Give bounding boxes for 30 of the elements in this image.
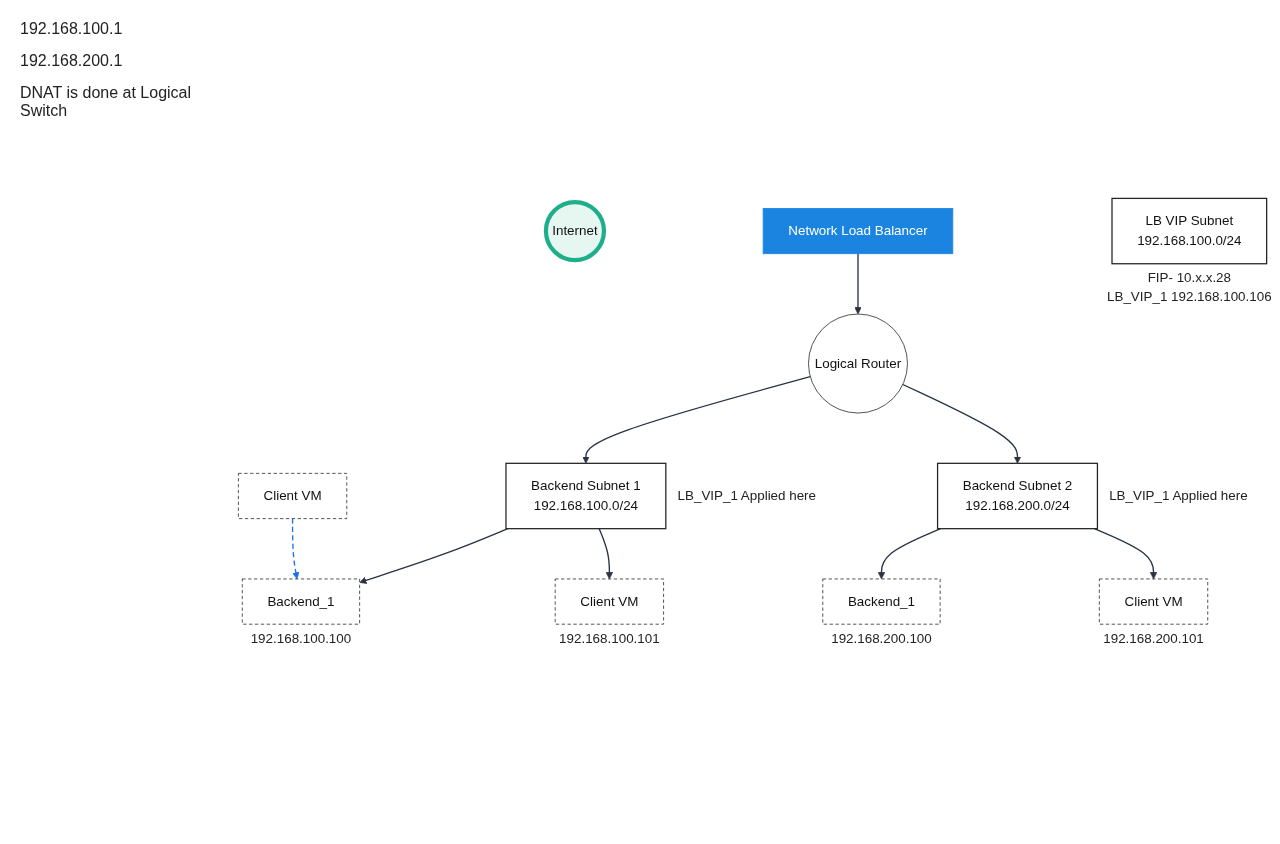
arrow bbox=[291, 517, 300, 580]
node-box: Backend_1 bbox=[822, 578, 941, 625]
node-box: Client VM bbox=[237, 472, 348, 520]
node-box: Client VM bbox=[1098, 578, 1209, 625]
node-box: Network Load Balancer bbox=[762, 208, 954, 255]
note-label: DNAT is done at Logical Switch bbox=[20, 84, 193, 120]
arrow bbox=[877, 528, 942, 580]
beside-label: 192.168.200.100 bbox=[831, 630, 932, 646]
beside-label: FIP- 10.x.x.28 bbox=[1147, 270, 1231, 286]
arrow bbox=[359, 528, 509, 584]
node-circle: Internet bbox=[543, 199, 607, 263]
beside-label: 192.168.100.100 bbox=[250, 630, 352, 646]
node-box: Backend Subnet 2 192.168.200.0/24 bbox=[936, 462, 1099, 530]
node-circle: Logical Router bbox=[808, 313, 908, 414]
node-box: LB VIP Subnet 192.168.100.0/24 bbox=[1111, 197, 1268, 265]
beside-label: LB_VIP_1 Applied here bbox=[677, 488, 817, 504]
node-box: Client VM bbox=[554, 578, 664, 625]
node-box: Backend_1 bbox=[241, 578, 361, 625]
arrow bbox=[1093, 528, 1158, 580]
note-label: 192.168.200.1 bbox=[20, 52, 124, 70]
beside-label: LB_VIP_1 192.168.100.106 bbox=[1107, 288, 1272, 304]
arrow bbox=[854, 253, 862, 315]
beside-label: 192.168.100.101 bbox=[559, 630, 660, 646]
arrow bbox=[902, 383, 1022, 464]
beside-label: LB_VIP_1 Applied here bbox=[1109, 488, 1248, 504]
note-label: 192.168.100.1 bbox=[20, 20, 124, 38]
beside-label: 192.168.200.101 bbox=[1103, 630, 1204, 646]
arrow bbox=[582, 375, 811, 464]
arrow bbox=[598, 528, 614, 580]
node-box: Backend Subnet 1 192.168.100.0/24 bbox=[505, 462, 667, 530]
